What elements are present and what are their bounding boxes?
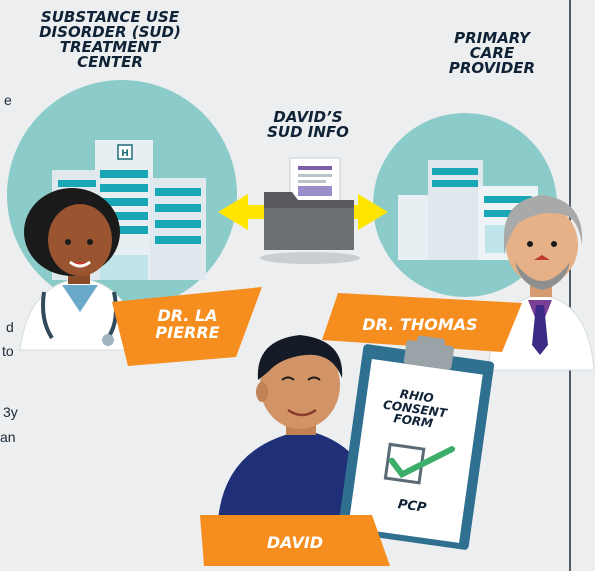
sud-label-line: TREATMENT	[59, 38, 161, 56]
sud-info-label-line: SUD INFO	[267, 123, 349, 141]
sud-label-line: SUBSTANCE USE	[40, 8, 180, 26]
clipped-text-fragment: an	[0, 429, 16, 445]
dr-la-pierre-name-line: PIERRE	[155, 322, 220, 342]
dr-thomas-banner	[322, 293, 522, 352]
pcp-label-line: CARE	[469, 44, 515, 62]
david-figure	[218, 335, 380, 520]
sud-info-folder-icon	[260, 157, 360, 264]
pcp-label-line: PROVIDER	[448, 59, 536, 77]
pcp-label-line: PRIMARY	[454, 29, 530, 47]
sud-info-label-line: DAVID’S	[273, 108, 343, 126]
sud-treatment-center-label: SUBSTANCE USE DISORDER (SUD) TREATMENT C…	[30, 10, 190, 70]
sud-label-line: CENTER	[77, 53, 143, 71]
clipped-text-fragment: d	[6, 319, 14, 335]
treatment-center-circle: H	[7, 80, 237, 351]
david-banner	[200, 515, 390, 566]
consent-clipboard-icon	[337, 335, 495, 550]
dr-thomas-name: DR. THOMAS	[362, 315, 478, 334]
clipped-text-fragment: to	[2, 343, 14, 359]
clipped-text-fragment: e	[4, 92, 12, 108]
clipped-text-fragment: 3y	[3, 404, 18, 420]
david-name: DAVID	[266, 533, 324, 552]
checkmark-icon	[388, 446, 456, 479]
dr-la-pierre-name: DR. LA PIERRE	[130, 306, 245, 342]
arrow-to-primary-care-icon	[341, 194, 388, 230]
primary-care-provider-label: PRIMARY CARE PROVIDER	[432, 31, 552, 76]
dr-la-pierre-name-line: DR. LA	[157, 306, 218, 325]
davids-sud-info-label: DAVID’S SUD INFO	[248, 110, 368, 140]
dr-la-pierre-figure	[19, 188, 141, 351]
clinic-building-icon	[398, 160, 538, 260]
sud-label-line: DISORDER (SUD)	[39, 23, 181, 41]
svg-text:H: H	[121, 149, 129, 159]
arrow-to-treatment-center-icon	[218, 194, 265, 230]
dr-la-pierre-banner	[112, 287, 262, 366]
